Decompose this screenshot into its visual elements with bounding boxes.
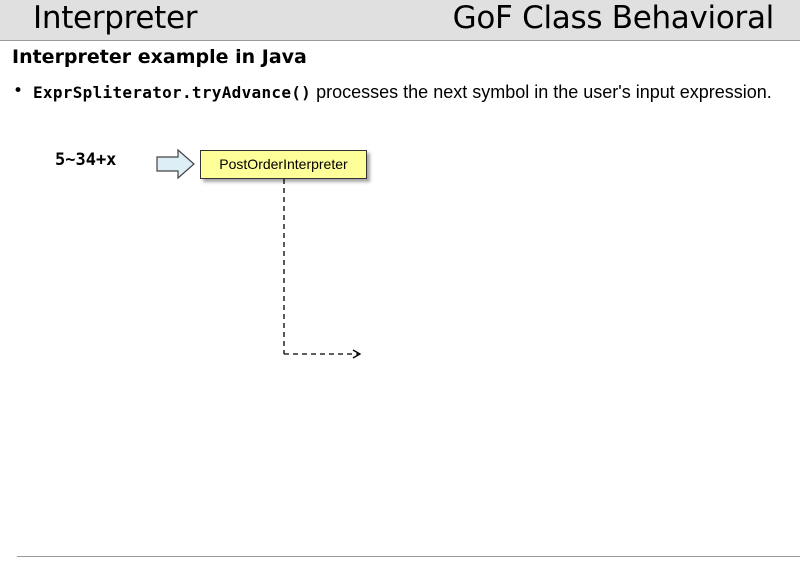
slide-subtitle: Interpreter example in Java: [12, 46, 307, 68]
input-expression: 5~34+x: [55, 150, 117, 170]
bullet-item: ExprSpliterator.tryAdvance() processes t…: [33, 79, 798, 106]
slide-category: GoF Class Behavioral: [452, 0, 775, 36]
bullet-marker: •: [13, 81, 24, 101]
bullet-code: ExprSpliterator.tryAdvance(): [33, 83, 312, 102]
title-bar: Interpreter GoF Class Behavioral: [0, 0, 800, 41]
slide-topic: Interpreter: [33, 0, 198, 36]
bullet-description: processes the next symbol in the user's …: [311, 82, 772, 102]
class-box-postorderinterpreter: PostOrderInterpreter: [200, 150, 367, 179]
footer-divider: [17, 556, 800, 557]
block-right-arrow-icon: [156, 148, 195, 180]
